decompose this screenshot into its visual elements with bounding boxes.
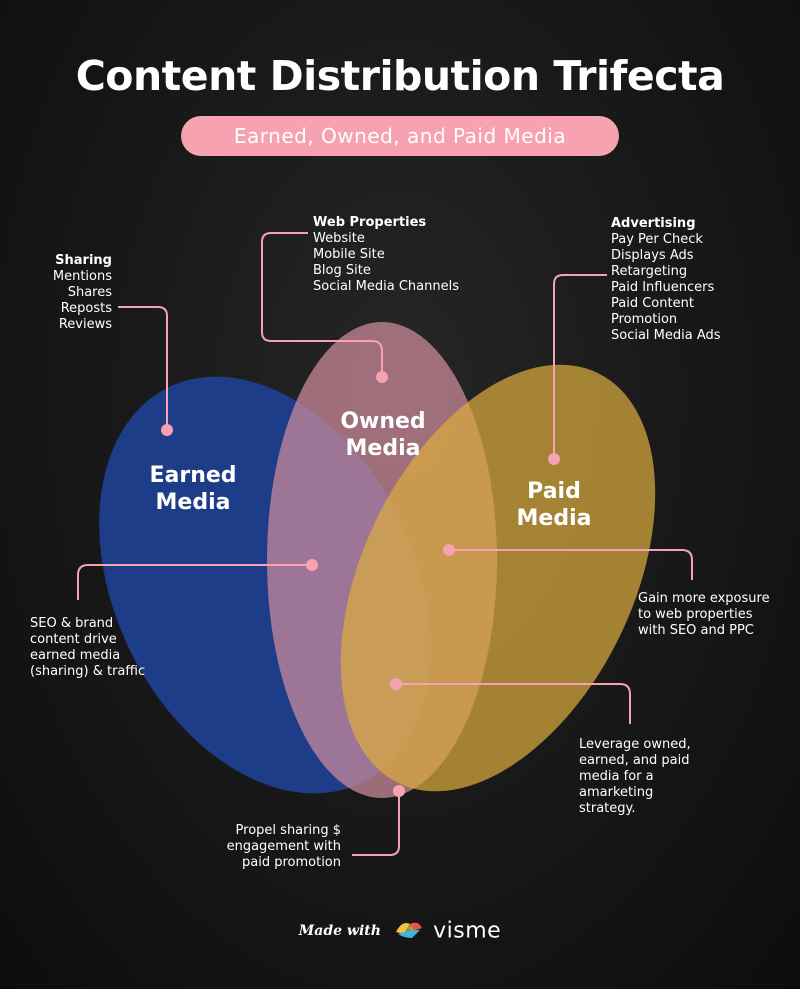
seo-note: SEO & brand content drive earned media (… xyxy=(30,616,190,680)
paid-label-line1: Paid xyxy=(527,479,581,504)
leverage-note-line: Leverage owned, xyxy=(579,737,691,752)
sharing-item: Mentions xyxy=(52,269,112,284)
exposure-note: Gain more exposure to web properties wit… xyxy=(638,591,788,639)
paid-media-label: Paid Media xyxy=(489,478,619,532)
seo-note-line: content drive xyxy=(30,632,117,647)
exposure-note-line: with SEO and PPC xyxy=(638,623,754,638)
advertising-block: Advertising Pay Per Check Displays Ads R… xyxy=(611,216,791,344)
web-properties-item: Blog Site xyxy=(313,263,371,278)
web-properties-item: Website xyxy=(313,231,365,246)
footer: Made with visme xyxy=(0,918,800,944)
page-title: Content Distribution Trifecta xyxy=(75,52,725,100)
leverage-note-line: strategy. xyxy=(579,801,636,816)
advertising-item: Paid Content xyxy=(611,296,694,311)
paid-label-line2: Media xyxy=(516,506,592,531)
advertising-item: Paid Influencers xyxy=(611,280,715,295)
web-properties-item: Social Media Channels xyxy=(313,279,459,294)
earned-label-line1: Earned xyxy=(149,463,237,488)
leverage-note-line: media for a xyxy=(579,769,654,784)
exposure-note-line: to web properties xyxy=(638,607,753,622)
exposure-note-line: Gain more exposure xyxy=(638,591,770,606)
leverage-note-line: earned, and paid xyxy=(579,753,690,768)
advertising-item: Promotion xyxy=(611,312,678,327)
brand-text: visme xyxy=(433,918,502,944)
advertising-item: Displays Ads xyxy=(611,248,694,263)
sharing-block: Sharing Mentions Shares Reposts Reviews xyxy=(20,253,112,333)
seo-note-line: SEO & brand xyxy=(30,616,114,631)
propel-note-line: paid promotion xyxy=(242,855,341,870)
owned-label-line1: Owned xyxy=(340,409,426,434)
web-properties-item: Mobile Site xyxy=(313,247,385,262)
connector-dots xyxy=(161,371,560,797)
web-properties-block: Web Properties Website Mobile Site Blog … xyxy=(313,215,513,295)
advertising-item: Retargeting xyxy=(611,264,688,279)
owned-media-label: Owned Media xyxy=(318,408,448,462)
leverage-note-line: amarketing xyxy=(579,785,654,800)
propel-note-line: Propel sharing $ xyxy=(235,823,341,838)
connector-lines xyxy=(77,232,693,856)
sharing-heading: Sharing xyxy=(55,253,112,268)
leverage-note: Leverage owned, earned, and paid media f… xyxy=(579,737,729,817)
seo-note-line: earned media xyxy=(30,648,121,663)
sharing-item: Shares xyxy=(67,285,112,300)
subtitle-pill: Earned, Owned, and Paid Media xyxy=(181,116,619,156)
earned-media-label: Earned Media xyxy=(128,462,258,516)
made-with-text: Made with xyxy=(298,923,381,939)
visme-logo-icon xyxy=(394,918,424,944)
propel-note-line: engagement with xyxy=(226,839,341,854)
propel-note: Propel sharing $ engagement with paid pr… xyxy=(200,823,341,871)
advertising-item: Pay Per Check xyxy=(611,232,703,247)
earned-label-line2: Media xyxy=(155,490,231,515)
sharing-item: Reposts xyxy=(60,301,112,316)
advertising-heading: Advertising xyxy=(611,216,696,231)
owned-label-line2: Media xyxy=(345,436,421,461)
advertising-item: Social Media Ads xyxy=(611,328,721,343)
sharing-item: Reviews xyxy=(58,317,112,332)
web-properties-heading: Web Properties xyxy=(313,215,427,230)
seo-note-line: (sharing) & traffic xyxy=(30,664,146,679)
